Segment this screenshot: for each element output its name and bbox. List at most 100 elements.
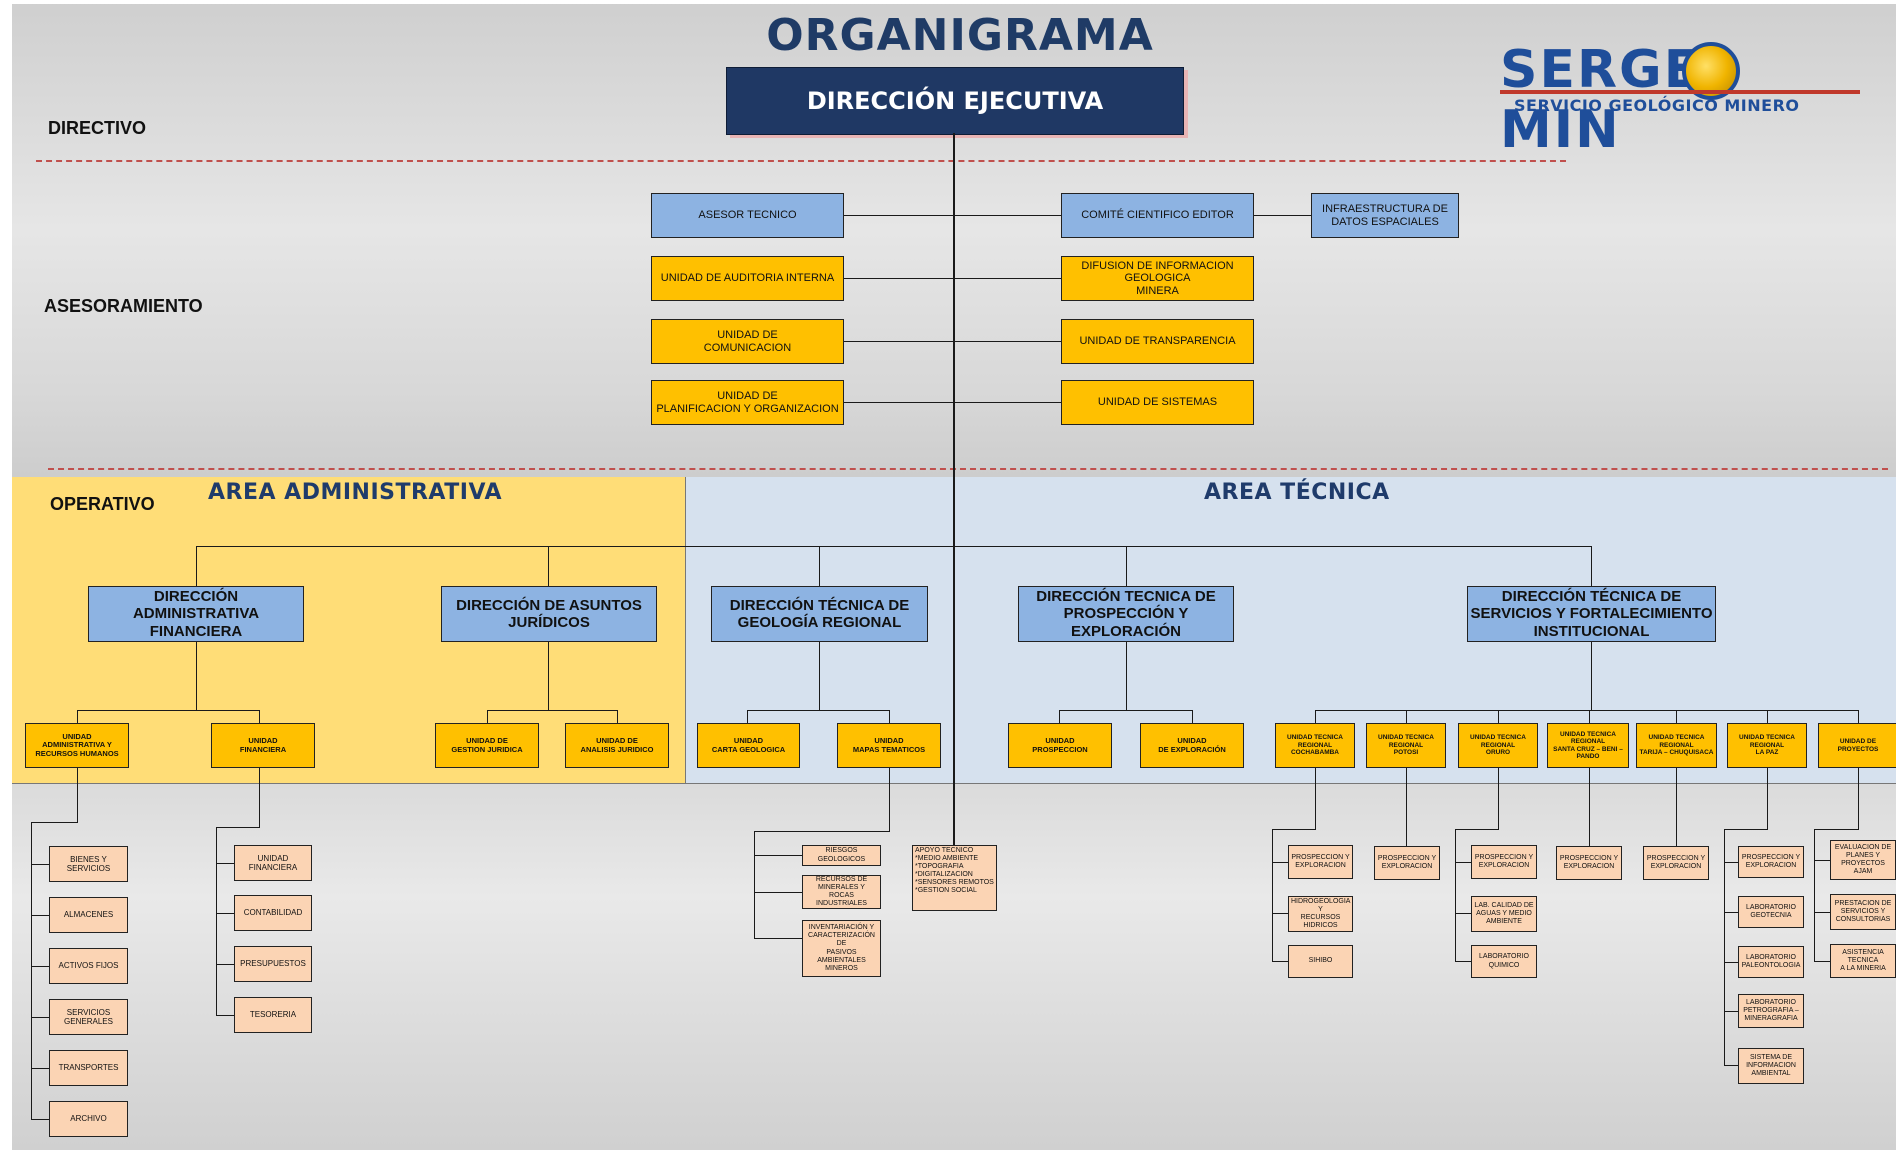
- unit-regional-tarija: UNIDAD TECNICA REGIONAL TARIJA – CHUQUIS…: [1636, 723, 1717, 768]
- tree-oruro-b2: [1455, 913, 1471, 914]
- tree-fin-stem: [259, 768, 260, 827]
- advisory-right-4: UNIDAD DE SISTEMAS: [1061, 380, 1254, 425]
- dir4-drop-a: [1059, 710, 1060, 723]
- unit-financiera: UNIDAD FINANCIERA: [211, 723, 315, 768]
- unit-regional-potosi: UNIDAD TECNICA REGIONAL POTOSI: [1366, 723, 1446, 768]
- tree-mapas-elbow: [754, 831, 890, 832]
- dir-drop-1: [196, 546, 197, 586]
- tree-lapaz-b5: [1724, 1065, 1738, 1066]
- directions-bus: [196, 546, 1592, 547]
- frame-top: [0, 0, 1896, 4]
- tree-proy-b2: [1814, 912, 1830, 913]
- unit-analisis-juridico: UNIDAD DE ANALISIS JURIDICO: [565, 723, 669, 768]
- dir2-drop-a: [487, 710, 488, 723]
- tree-mapas-b3: [754, 938, 802, 939]
- adv-connector-3: [844, 341, 1062, 342]
- dir2-drop-b: [617, 710, 618, 723]
- tree-potosi-stem: [1406, 768, 1407, 846]
- logo-subtitle: SERVICIO GEOLÓGICO MINERO: [1514, 96, 1800, 115]
- dir5-bus: [1315, 710, 1858, 711]
- direction-servicios-fortalecimiento: DIRECCIÓN TÉCNICA DE SERVICIOS Y FORTALE…: [1467, 586, 1716, 642]
- separator-directivo: [36, 160, 1566, 162]
- tree-cbba-elbow: [1272, 829, 1316, 830]
- dir1-stem: [196, 642, 197, 710]
- unit-mapas-tematicos: UNIDAD MAPAS TEMATICOS: [837, 723, 941, 768]
- subunit-riesgos-geologicos: RIESGOS GEOLOGICOS: [802, 845, 881, 866]
- advisory-left-1: ASESOR TECNICO: [651, 193, 844, 238]
- tree-mapas-b2: [754, 892, 802, 893]
- direction-admin-financiera: DIRECCIÓN ADMINISTRATIVA FINANCIERA: [88, 586, 304, 642]
- subunit-archivo: ARCHIVO: [49, 1101, 128, 1137]
- tree-fin-b4: [216, 1015, 234, 1016]
- tree-adm-stem: [77, 768, 78, 822]
- dir2-stem: [548, 642, 549, 710]
- subunit-transportes: TRANSPORTES: [49, 1050, 128, 1086]
- subunit-apoyo-tecnico: APOYO TECNICO *MEDIO AMBIENTE *TOPOGRAFI…: [912, 845, 997, 911]
- dir4-stem: [1126, 642, 1127, 710]
- dir5-drop-5: [1676, 710, 1677, 723]
- area-administrativa-title: AREA ADMINISTRATIVA: [208, 480, 503, 505]
- dir3-bus: [747, 710, 889, 711]
- subunit-almacenes: ALMACENES: [49, 897, 128, 933]
- chart-title: ORGANIGRAMA: [766, 10, 1154, 61]
- subunit-contabilidad: CONTABILIDAD: [234, 895, 312, 931]
- tree-proy-b1: [1814, 860, 1830, 861]
- tree-adm-b2: [31, 915, 49, 916]
- tree-adm-elbow: [31, 822, 78, 823]
- level-operativo: OPERATIVO: [50, 494, 155, 514]
- tree-fin-b3: [216, 964, 234, 965]
- dir1-bus: [77, 710, 259, 711]
- tree-proy-spine: [1814, 829, 1815, 961]
- direction-geologia-regional: DIRECCIÓN TÉCNICA DE GEOLOGÍA REGIONAL: [711, 586, 928, 642]
- dir5-drop-6: [1767, 710, 1768, 723]
- unit-regional-oruro: UNIDAD TECNICA REGIONAL ORURO: [1458, 723, 1538, 768]
- adv-connector-extra: [1254, 215, 1312, 216]
- advisory-left-4: UNIDAD DE PLANIFICACION Y ORGANIZACION: [651, 380, 844, 425]
- tree-oruro-stem: [1498, 768, 1499, 829]
- tree-adm-b1: [31, 864, 49, 865]
- tree-fin-b2: [216, 913, 234, 914]
- tree-adm-b5: [31, 1068, 49, 1069]
- unit-prospeccion: UNIDAD PROSPECCION: [1008, 723, 1112, 768]
- tree-adm-spine: [31, 822, 32, 1120]
- subunit-lapaz-geotecnia: LABORATORIO GEOTECNIA: [1738, 896, 1804, 928]
- advisory-left-2: UNIDAD DE AUDITORIA INTERNA: [651, 256, 844, 301]
- dir5-stem: [1591, 642, 1592, 710]
- dir3-drop-a: [747, 710, 748, 723]
- subunit-recursos-minerales: RECURSOS DE MINERALES Y ROCAS INDUSTRIAL…: [802, 875, 881, 909]
- logo-underline: [1500, 90, 1860, 94]
- advisory-right-2: DIFUSION DE INFORMACION GEOLOGICA MINERA: [1061, 256, 1254, 301]
- subunit-proy-evaluacion: EVALUACION DE PLANES Y PROYECTOS AJAM: [1830, 840, 1896, 880]
- frame-left: [0, 0, 12, 1150]
- tree-lapaz-elbow: [1724, 829, 1768, 830]
- tree-mapas-b1: [754, 855, 802, 856]
- tree-lapaz-stem: [1767, 768, 1768, 829]
- unit-exploracion: UNIDAD DE EXPLORACIÓN: [1140, 723, 1244, 768]
- tree-fin-b1: [216, 863, 234, 864]
- dir1-drop-b: [259, 710, 260, 723]
- subunit-cbba-prospeccion: PROSPECCION Y EXPLORACION: [1288, 845, 1353, 879]
- dir5-drop-1: [1315, 710, 1316, 723]
- dir5-drop-3: [1498, 710, 1499, 723]
- dir3-drop-b: [889, 710, 890, 723]
- subunit-proy-asistencia: ASISTENCIA TECNICA A LA MINERIA: [1830, 944, 1896, 978]
- subunit-oruro-lab-aguas: LAB. CALIDAD DE AGUAS Y MEDIO AMBIENTE: [1471, 896, 1537, 932]
- adv-connector-4: [844, 402, 1062, 403]
- tree-fin-elbow: [216, 827, 260, 828]
- tree-adm-b3: [31, 966, 49, 967]
- dir-drop-4: [1126, 546, 1127, 586]
- level-asesoramiento: ASESORAMIENTO: [44, 296, 203, 316]
- subunit-activos-fijos: ACTIVOS FIJOS: [49, 948, 128, 984]
- dir5-drop-4: [1589, 710, 1590, 723]
- tree-adm-b6: [31, 1119, 49, 1120]
- tree-lapaz-b4: [1724, 1011, 1738, 1012]
- level-directivo: DIRECTIVO: [48, 118, 147, 138]
- unit-proyectos: UNIDAD DE PROYECTOS: [1818, 723, 1896, 768]
- tree-lapaz-b1: [1724, 862, 1738, 863]
- direction-prospeccion-exploracion: DIRECCIÓN TECNICA DE PROSPECCIÓN Y EXPLO…: [1018, 586, 1234, 642]
- subunit-tesoreria: TESORERIA: [234, 997, 312, 1033]
- subunit-tarija-prospeccion: PROSPECCION Y EXPLORACION: [1643, 846, 1709, 880]
- subunit-unidad-financiera: UNIDAD FINANCIERA: [234, 845, 312, 881]
- subunit-scz-prospeccion: PROSPECCION Y EXPLORACION: [1556, 846, 1622, 880]
- tree-scz-stem: [1589, 768, 1590, 846]
